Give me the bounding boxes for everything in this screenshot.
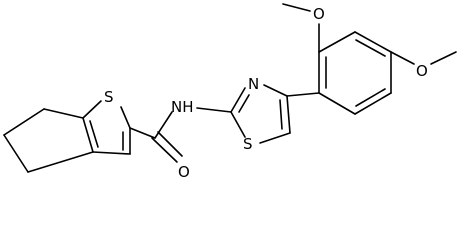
bond-ome-top-me	[282, 3, 311, 12]
atom-o-methoxy-top: O	[313, 5, 325, 23]
bond-lines	[3, 3, 457, 173]
bond-c2-nh	[196, 107, 232, 113]
chemical-structure-diagram: O O N S NH S O	[3, 3, 457, 181]
bond-aryl-5	[318, 92, 356, 115]
atom-labels: O O N S NH S O	[104, 5, 428, 181]
bond-cp-c6-c5	[3, 108, 45, 136]
bond-aryl-thiazole	[286, 92, 320, 97]
atom-o-carbonyl: O	[178, 163, 190, 181]
bond-tp-c3a-c3	[92, 151, 131, 155]
bond-thz-c5-s	[259, 132, 291, 144]
bond-thz-c4-c5	[286, 95, 291, 134]
bond-thz-n-c4	[263, 84, 288, 97]
bond-tp-c7a-c3a-inner	[89, 120, 99, 148]
atom-s-thiazole: S	[243, 135, 253, 153]
bond-tp-s-c7a	[82, 100, 102, 119]
atom-o-methoxy-right: O	[416, 62, 428, 80]
bond-thz-c4-c5-inner	[279, 99, 283, 130]
bond-aryl-2	[354, 31, 392, 53]
bond-tp-c7a-c3a	[82, 117, 94, 153]
bond-cp-c7a-c6	[43, 108, 84, 119]
bond-aryl-2-inner	[355, 39, 386, 57]
bond-cp-c5-c4	[3, 134, 29, 173]
bond-co-thiophene	[129, 127, 156, 139]
bond-co-double-1	[151, 137, 178, 163]
bond-cp-c4-c3a	[27, 151, 94, 173]
bond-tp-c2-s	[120, 106, 131, 129]
atom-nh-amide: NH	[171, 98, 194, 116]
bond-thz-c2-n	[230, 87, 246, 113]
bond-co-double-2	[157, 131, 183, 157]
bond-aryl-1	[318, 31, 356, 53]
bond-thz-c2-n-inner	[238, 94, 250, 113]
atom-n-thiazole: N	[248, 75, 259, 93]
bond-ome-right-o	[390, 51, 415, 65]
bond-nh-co	[154, 111, 173, 139]
bond-thz-s-c2	[230, 111, 246, 138]
bond-aryl-4	[354, 92, 392, 115]
atom-s-thiophene: S	[104, 88, 114, 106]
bond-aryl-4-inner	[355, 88, 386, 107]
bond-ome-right-me	[430, 51, 457, 65]
